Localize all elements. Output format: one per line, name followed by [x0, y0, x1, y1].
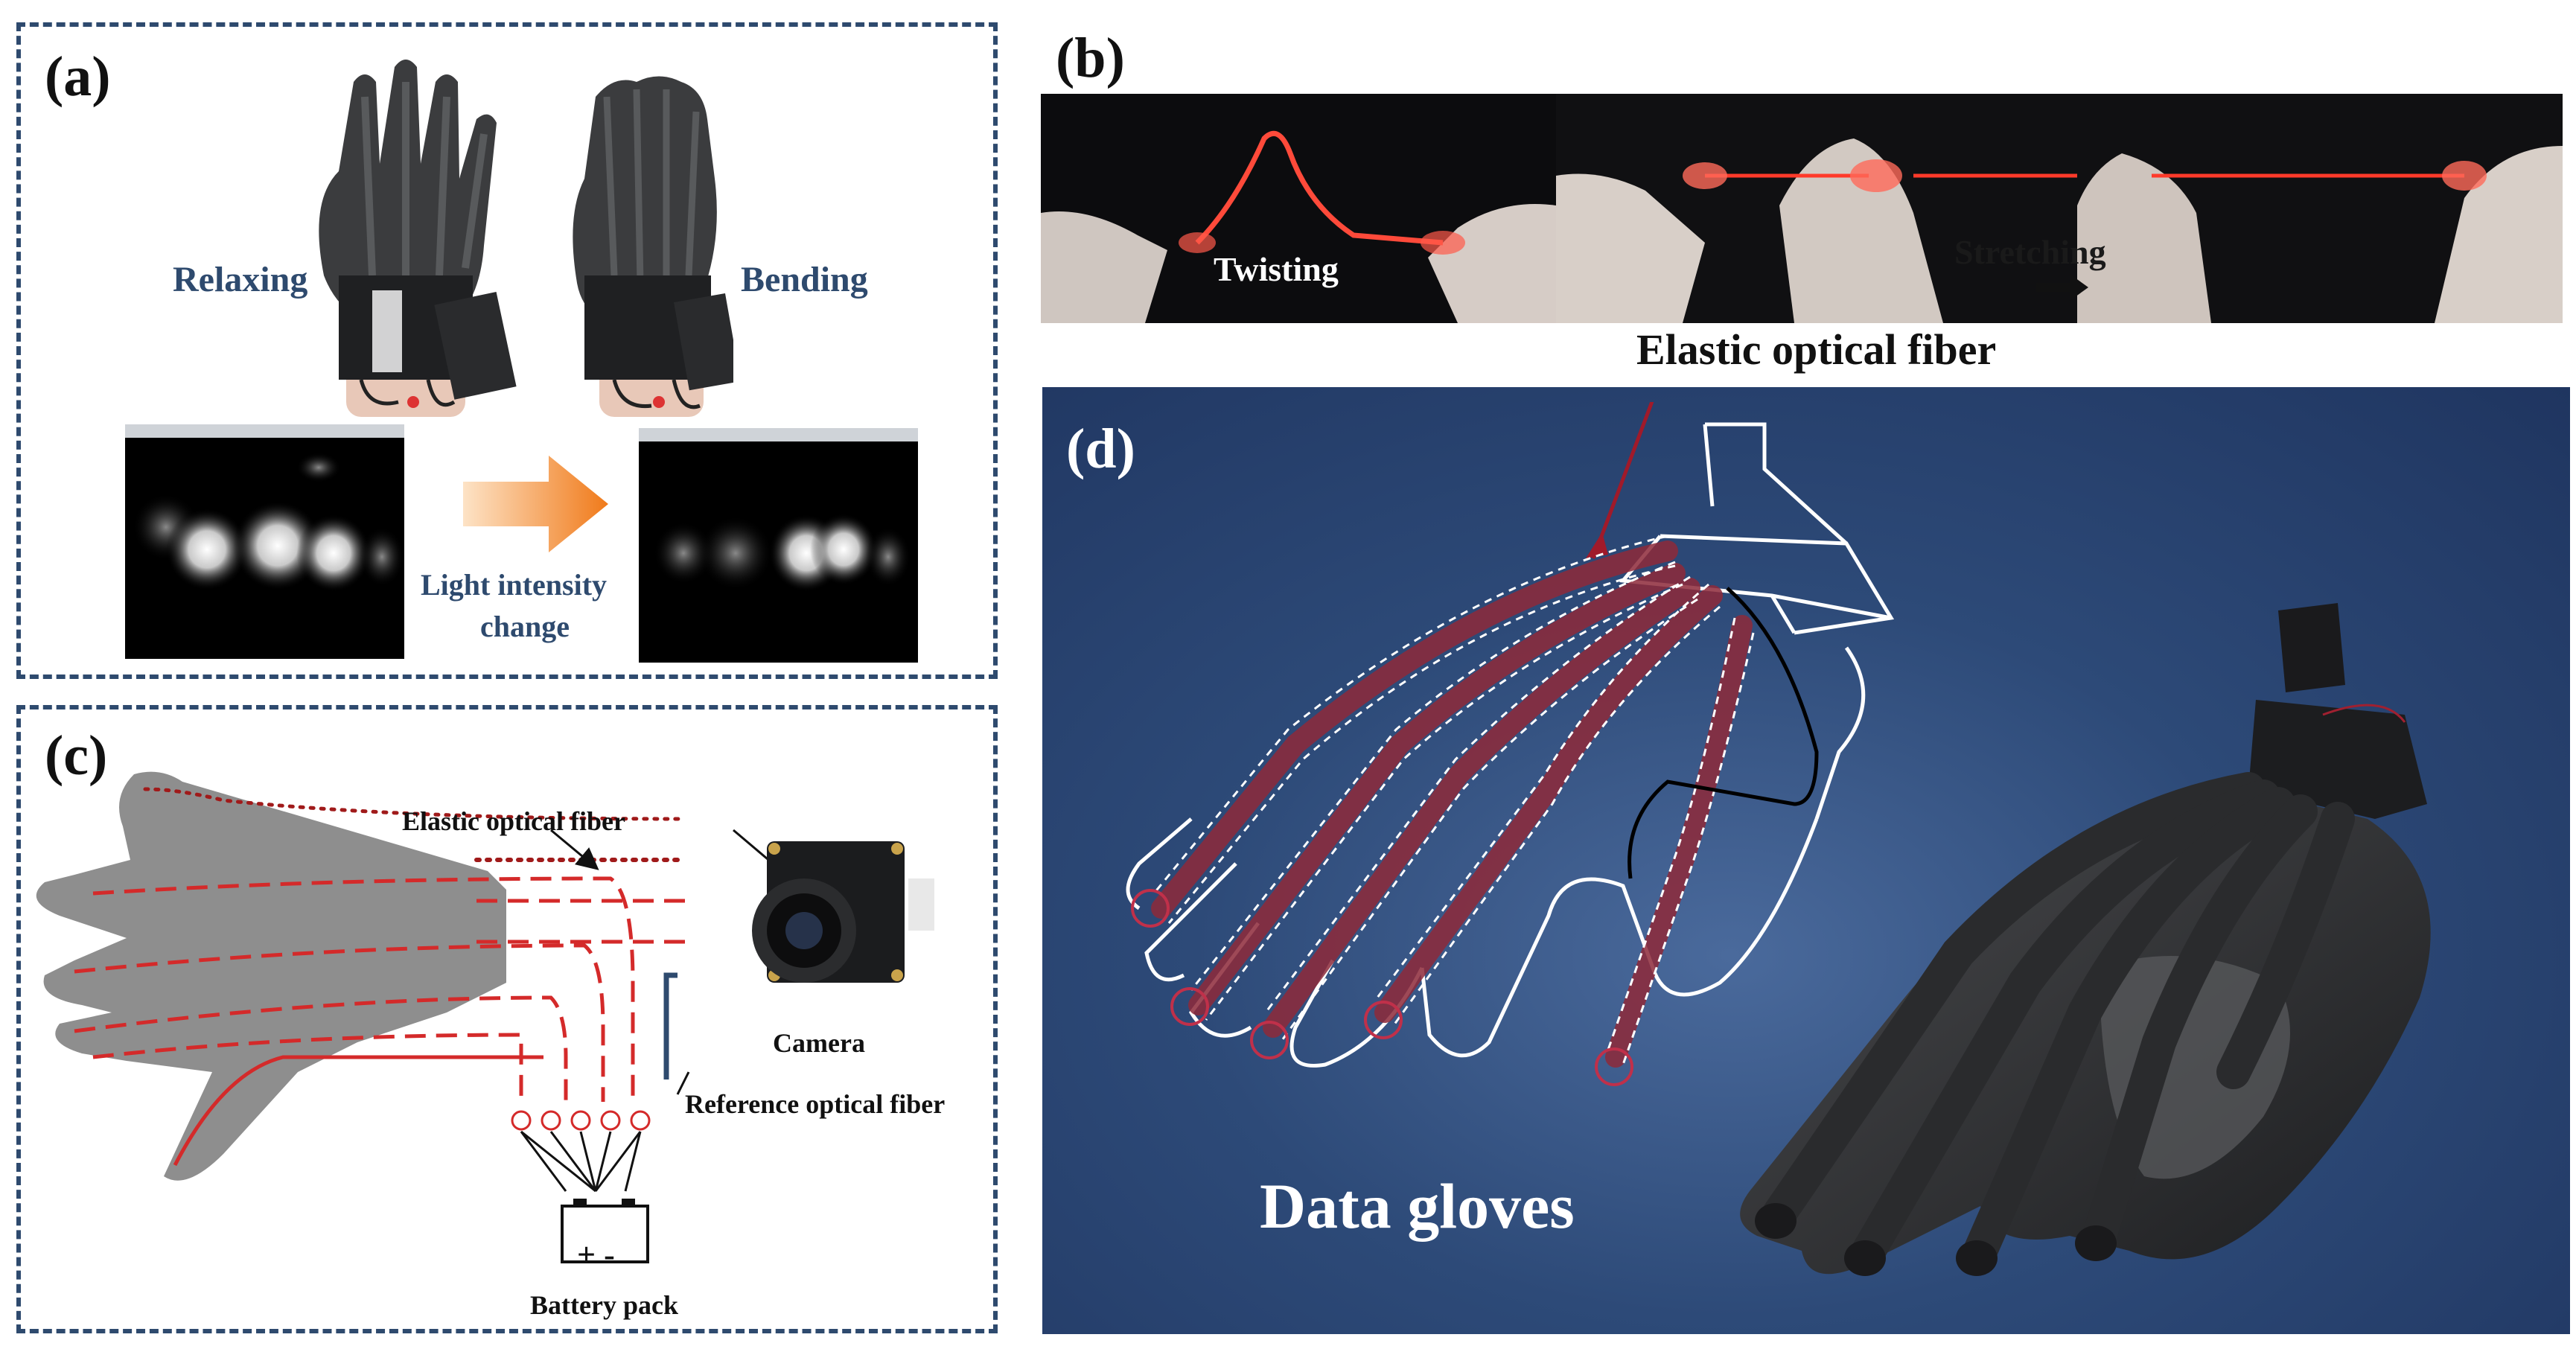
- stretching-label: Stretching: [1954, 233, 2106, 271]
- camera-label: Camera: [773, 1028, 865, 1058]
- glove-wireframe: [1126, 402, 1895, 1086]
- intensity-change-arrow: [463, 456, 608, 552]
- intensity-caption-line1: Light intensity: [421, 568, 608, 602]
- rendered-glove: [1740, 603, 2431, 1276]
- panel-c-fiber-label: Elastic optical fiber: [402, 806, 625, 836]
- panel-a-frame: [16, 22, 998, 679]
- fiber-ring: [74, 995, 568, 1102]
- relaxed-intensity-image: [125, 424, 404, 659]
- bent-glove-photo: [573, 76, 733, 417]
- fiber-solid: [173, 1055, 543, 1167]
- stretch-arrow-icon: [2036, 274, 2088, 301]
- fiber-thumb: [143, 787, 687, 821]
- data-gloves-title: Data gloves: [1260, 1170, 1575, 1242]
- relaxed-glove-photo: [319, 60, 517, 417]
- reference-fiber: [663, 972, 678, 1079]
- fiber-middle: [74, 943, 605, 1102]
- twisting-label: Twisting: [1214, 250, 1339, 288]
- reference-fiber-label: Reference optical fiber: [685, 1089, 946, 1119]
- panel-c-frame: [16, 705, 998, 1333]
- bending-label: Bending: [741, 260, 868, 299]
- fiber-little: [92, 1033, 523, 1102]
- fiber-index: [92, 876, 635, 1102]
- battery-pack-label: Battery pack: [530, 1290, 678, 1320]
- hand-silhouette: [36, 771, 506, 1181]
- panel-c-label: (c): [45, 724, 108, 787]
- panel-a-label: (a): [45, 45, 111, 108]
- intensity-caption-line2: change: [480, 610, 570, 643]
- battery-symbols: + -: [577, 1237, 615, 1273]
- fiber-glove-schematic: [36, 771, 934, 1263]
- battery-icon: [561, 1205, 649, 1263]
- elastic-fiber-title: Elastic optical fiber: [1636, 325, 1997, 374]
- panel-d-label: (d): [1066, 418, 1135, 480]
- twisting-photo: [1041, 94, 1556, 323]
- relaxing-label: Relaxing: [173, 260, 308, 299]
- bent-intensity-image: [639, 428, 918, 663]
- camera-icon: [752, 841, 934, 983]
- panel-b-label: (b): [1056, 27, 1125, 89]
